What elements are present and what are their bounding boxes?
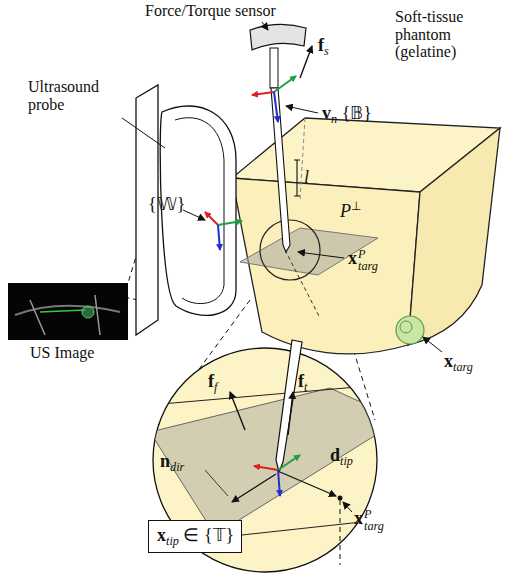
subscript: targ [358, 260, 378, 272]
force-symbol: ff [208, 372, 217, 395]
symbol-text: P [340, 201, 351, 221]
part-label: Force/Torque sensor [145, 2, 276, 20]
bold-symbol: x [157, 525, 166, 545]
superscript: P [358, 248, 378, 260]
length-symbol: l [304, 168, 309, 188]
script-pair: Ptarg [358, 248, 378, 272]
bold-symbol: d [330, 445, 340, 465]
superscript: ⊥ [351, 199, 361, 213]
force-symbol: ft [298, 372, 307, 395]
force-symbol: fs [318, 36, 329, 59]
subscript: s [324, 44, 329, 58]
symbol-text: ∈ {𝕋} [179, 525, 234, 545]
plane-symbol: P⊥ [340, 200, 361, 222]
bold-symbol: x [444, 351, 453, 371]
superscript: P [364, 508, 384, 520]
image-caption: US Image [30, 344, 94, 362]
part-label: Soft-tissue phantom (gelatine) [395, 8, 507, 61]
bold-symbol: f [318, 35, 324, 55]
subscript: n [331, 112, 337, 126]
subscript: dir [170, 460, 184, 474]
subscript: t [304, 380, 307, 394]
vector-symbol: dtip [330, 446, 353, 469]
point-symbol: xtarg [444, 352, 473, 375]
symbol-text: {𝔹} [337, 103, 372, 123]
frame-symbol: {𝕎} [148, 195, 185, 215]
symbol-text: {𝕎} [148, 194, 185, 214]
symbol-box: xtip ∈ {𝕋} [148, 520, 242, 553]
subscript: targ [364, 520, 384, 532]
point-symbol: xPtarg [348, 248, 378, 272]
subscript: tip [166, 534, 179, 548]
point-symbol: xPtarg [354, 508, 384, 532]
frame-symbol: vn {𝔹} [322, 104, 372, 127]
subscript: targ [453, 360, 473, 374]
vector-symbol: ndir [160, 452, 184, 475]
symbol-text: l [304, 167, 309, 187]
part-label: Ultrasound probe [28, 78, 128, 113]
bold-symbol: f [298, 371, 304, 391]
bold-symbol: x [354, 508, 363, 528]
bold-symbol: x [348, 248, 357, 268]
subscript: f [214, 380, 217, 394]
script-pair: Ptarg [364, 508, 384, 532]
bold-symbol: n [160, 451, 170, 471]
subscript: tip [340, 454, 353, 468]
bold-symbol: f [208, 371, 214, 391]
node-text: xtip ∈ {𝕋} [157, 526, 233, 549]
bold-symbol: v [322, 103, 331, 123]
